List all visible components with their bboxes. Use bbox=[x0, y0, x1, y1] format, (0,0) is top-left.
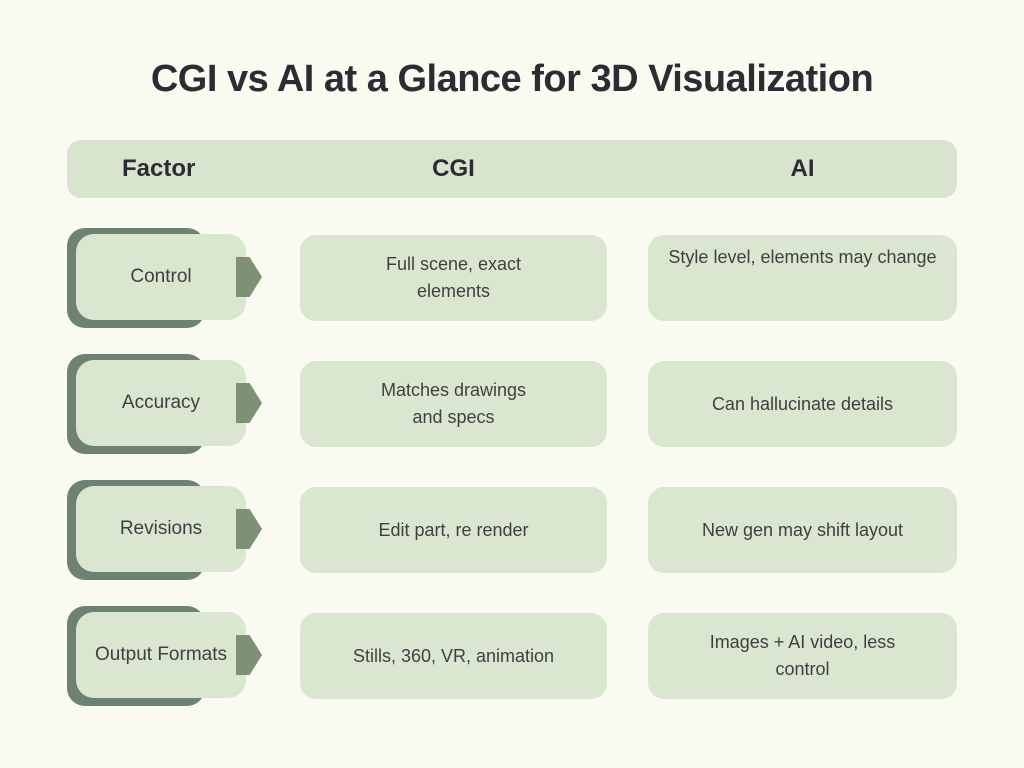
factor-tag-output-formats: Output Formats bbox=[67, 606, 300, 706]
factor-tag-label: Control bbox=[76, 234, 262, 320]
factor-text: Control bbox=[130, 266, 192, 287]
arrow-right-icon bbox=[236, 635, 262, 675]
column-header-factor: Factor bbox=[122, 155, 196, 182]
ai-cell-output-formats: Images + AI video, less control bbox=[648, 613, 957, 699]
table-row-accuracy: Accuracy Matches drawings and specs Can … bbox=[67, 354, 957, 454]
ai-cell-revisions: New gen may shift layout bbox=[648, 487, 957, 573]
factor-tag-label: Output Formats bbox=[76, 612, 262, 698]
ai-cell-control: Style level, elements may change bbox=[648, 235, 957, 321]
ai-cell-text: Style level, elements may change bbox=[668, 247, 937, 267]
factor-tag-revisions: Revisions bbox=[67, 480, 300, 580]
page-title: CGI vs AI at a Glance for 3D Visualizati… bbox=[150, 58, 874, 100]
ai-cell-accuracy: Can hallucinate details bbox=[648, 361, 957, 447]
column-header-ai: AI bbox=[790, 155, 815, 182]
cgi-cell-revisions: Edit part, re render bbox=[300, 487, 607, 573]
cgi-cell-control: Full scene, exact elements bbox=[300, 235, 607, 321]
column-gap bbox=[607, 480, 648, 580]
cgi-cell-accuracy: Matches drawings and specs bbox=[300, 361, 607, 447]
factor-tag-label: Revisions bbox=[76, 486, 262, 572]
cgi-cell-text: Matches drawings and specs bbox=[380, 380, 527, 427]
column-gap bbox=[607, 228, 648, 328]
factor-text: Output Formats bbox=[95, 644, 227, 665]
arrow-right-icon bbox=[236, 383, 262, 423]
factor-tag-accuracy: Accuracy bbox=[67, 354, 300, 454]
factor-text: Revisions bbox=[119, 518, 203, 539]
ai-cell-text: Can hallucinate details bbox=[711, 393, 894, 414]
factor-tag-control: Control bbox=[67, 228, 300, 328]
arrow-right-icon bbox=[236, 509, 262, 549]
cgi-cell-output-formats: Stills, 360, VR, animation bbox=[300, 613, 607, 699]
column-header-cgi: CGI bbox=[432, 155, 475, 182]
table-row-revisions: Revisions Edit part, re render New gen m… bbox=[67, 480, 957, 580]
table-header-row: Factor CGI AI bbox=[67, 140, 957, 198]
comparison-table: Factor CGI AI Control Full scene, exact … bbox=[67, 140, 957, 706]
ai-cell-text: New gen may shift layout bbox=[701, 519, 904, 540]
ai-cell-text: Images + AI video, less control bbox=[709, 632, 896, 679]
cgi-cell-text: Stills, 360, VR, animation bbox=[352, 645, 555, 666]
arrow-right-icon bbox=[236, 257, 262, 297]
factor-text: Accuracy bbox=[121, 392, 201, 413]
factor-tag-label: Accuracy bbox=[76, 360, 262, 446]
cgi-cell-text: Edit part, re render bbox=[378, 519, 529, 540]
column-gap bbox=[607, 606, 648, 706]
table-row-output-formats: Output Formats Stills, 360, VR, animatio… bbox=[67, 606, 957, 706]
cgi-cell-text: Full scene, exact elements bbox=[385, 254, 522, 301]
column-gap bbox=[607, 354, 648, 454]
table-row-control: Control Full scene, exact elements Style… bbox=[67, 228, 957, 328]
